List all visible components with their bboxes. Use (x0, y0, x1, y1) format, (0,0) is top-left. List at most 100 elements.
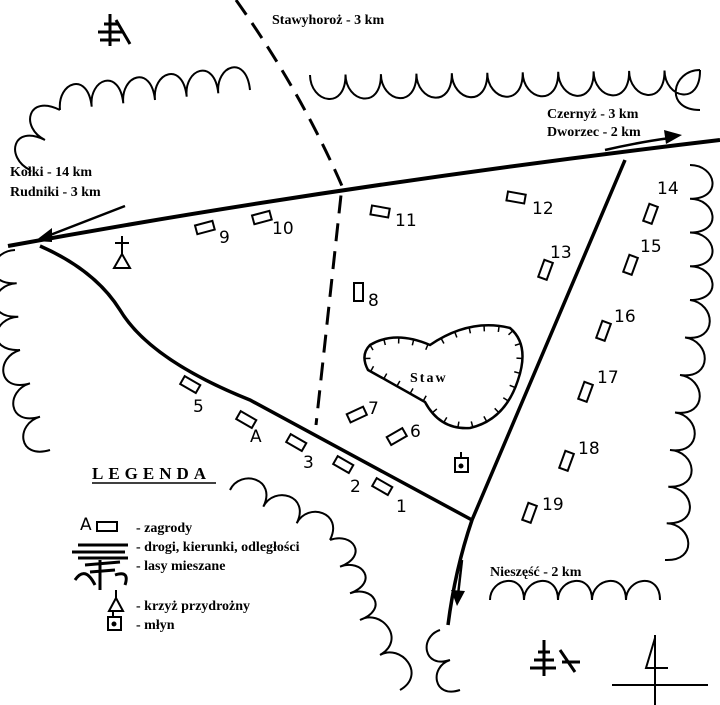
house-marker (385, 426, 409, 447)
house-marker (331, 454, 355, 475)
house-marker (520, 501, 539, 525)
legend: LEGENDA A - zagrody - drogi, kierunki, o… (72, 464, 300, 633)
direction-czernyz: Czernyż - 3 km (547, 107, 639, 122)
arrow-east (604, 130, 682, 152)
forest-edge (489, 580, 661, 601)
house: 16 (594, 307, 636, 343)
house-number: 13 (550, 243, 572, 263)
southeast-road (446, 159, 627, 626)
house-number: 5 (193, 397, 204, 417)
house-marker (594, 319, 613, 343)
pond (363, 324, 524, 430)
house-marker (345, 405, 369, 424)
house: 14 (641, 179, 679, 226)
house-number: A (250, 427, 262, 447)
legend-item-houses: - zagrody (136, 521, 192, 536)
house: 13 (536, 243, 572, 282)
house-marker (621, 253, 640, 277)
forest-edge (664, 164, 714, 562)
house-number: 11 (395, 211, 417, 231)
pond-label: Staw (410, 371, 448, 386)
legend-title: LEGENDA (92, 464, 211, 483)
house-marker (284, 432, 308, 453)
tree-icon (98, 14, 132, 46)
legend-house-marker: A (80, 515, 92, 535)
house: 11 (369, 204, 417, 231)
direction-nieszesc: Nieszęść - 2 km (490, 565, 582, 580)
house: 19 (520, 495, 564, 525)
legend-forest-symbol (73, 560, 128, 590)
legend-mill-symbol (107, 611, 122, 631)
legend-item-roads: - drogi, kierunki, odległości (136, 540, 300, 555)
house-marker (576, 380, 595, 404)
legend-cross-symbol (107, 590, 125, 612)
forest-edge (425, 629, 461, 693)
house-number: 3 (303, 453, 314, 473)
house-marker (178, 374, 202, 395)
legend-item-mill: - młyn (136, 618, 175, 633)
house-number: 18 (578, 439, 600, 459)
legend-house-symbol (96, 521, 118, 532)
house-number: 12 (532, 199, 554, 219)
legend-item-forests: - lasy mieszane (136, 559, 225, 574)
house-marker (557, 449, 576, 473)
tree-icon (530, 640, 580, 676)
direction-dworzec: Dworzec - 2 km (547, 125, 641, 140)
forest-edge (229, 477, 413, 691)
house: 8 (353, 282, 379, 311)
house: 1 (370, 476, 407, 517)
legend-road-symbol (72, 543, 128, 560)
house-marker (370, 476, 394, 497)
forest-loops (0, 66, 714, 693)
house-number: 9 (219, 228, 230, 248)
house: 10 (250, 209, 294, 239)
house-marker (641, 202, 660, 226)
house-number: 19 (542, 495, 564, 515)
north-marker (612, 635, 708, 705)
house: 2 (331, 454, 361, 497)
house-marker (536, 258, 555, 282)
house-marker (369, 204, 391, 219)
house-marker (234, 409, 258, 430)
southwest-road (39, 244, 473, 522)
house: 9 (193, 219, 230, 248)
house-number: 7 (368, 399, 379, 419)
house: 12 (505, 190, 554, 219)
house-number: 10 (272, 219, 294, 239)
direction-kolki: Kołki - 14 km (10, 165, 92, 180)
house: 3 (284, 432, 314, 473)
main-road (7, 138, 720, 248)
north-dashed-road (234, 0, 344, 426)
house-marker (193, 219, 216, 236)
house-marker (353, 282, 364, 302)
house-number: 16 (614, 307, 636, 327)
house-number: 14 (657, 179, 679, 199)
house: 5 (178, 374, 204, 417)
wayside-cross-icon (112, 236, 132, 269)
house: A (234, 409, 262, 447)
house-number: 8 (368, 291, 379, 311)
house: 18 (557, 439, 600, 473)
arrow-south (451, 559, 465, 606)
house-number: 17 (597, 368, 619, 388)
house: 17 (576, 368, 619, 404)
forest-edge (14, 66, 251, 171)
house: 15 (621, 237, 662, 277)
arrow-west (35, 204, 126, 242)
house-number: 1 (396, 497, 407, 517)
house: 6 (385, 422, 421, 447)
pond-bank-ticks (364, 325, 523, 428)
house-number: 6 (410, 422, 421, 442)
house-number: 15 (640, 237, 662, 257)
house-marker (505, 190, 527, 205)
legend-item-cross: - krzyż przydrożny (136, 599, 250, 614)
direction-rudniki: Rudniki - 3 km (10, 185, 101, 200)
mill-icon (454, 452, 469, 473)
house: 7 (345, 399, 379, 424)
direction-stawyhoroz: Stawyhoroż - 3 km (272, 13, 384, 28)
house-marker (250, 209, 273, 226)
forest-edge (309, 69, 702, 111)
